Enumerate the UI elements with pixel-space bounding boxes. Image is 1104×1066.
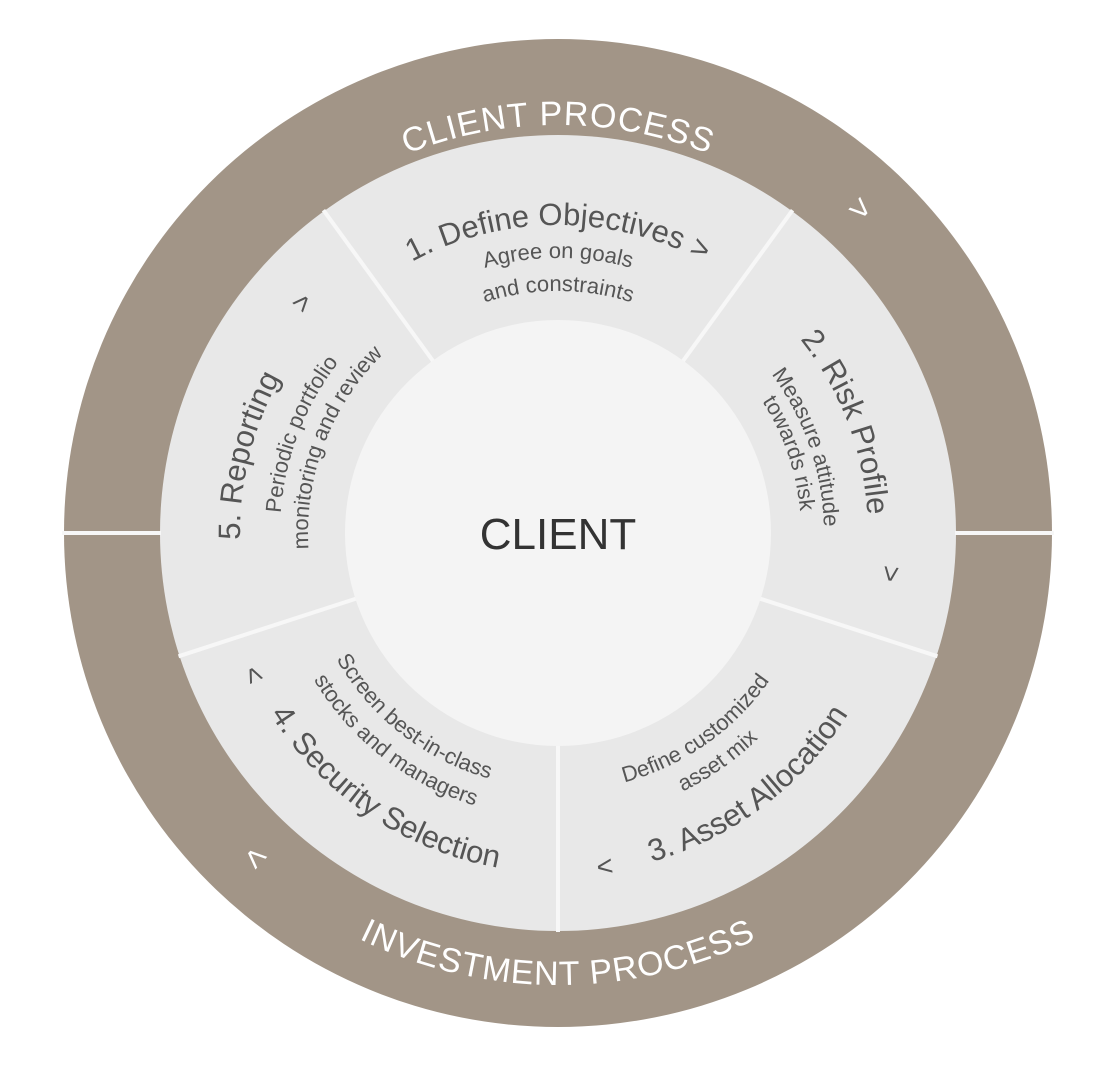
segment-dividers — [62, 209, 1054, 932]
center-circle — [345, 320, 771, 746]
segment-divider — [177, 594, 364, 659]
chevron-right-icon: > — [875, 564, 908, 584]
center-label: CLIENT — [480, 510, 636, 559]
segment-divider — [676, 209, 795, 369]
segment-divider — [752, 594, 939, 659]
segment-divider — [321, 209, 440, 369]
chevron-left-icon: < — [595, 850, 616, 883]
